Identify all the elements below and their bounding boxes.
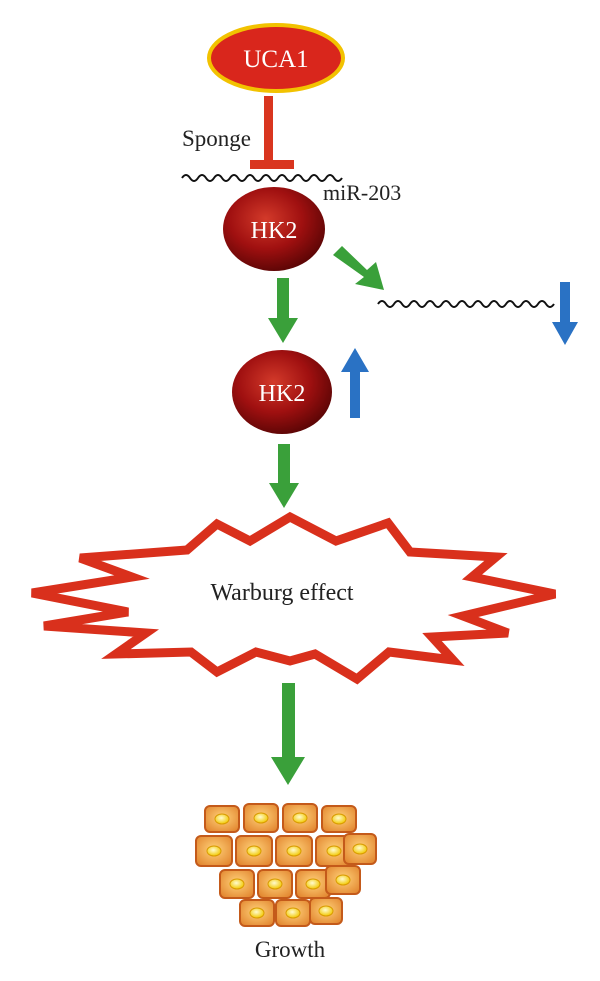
growth-label: Growth: [255, 937, 326, 962]
mirna-decrease-arrow: [552, 282, 578, 345]
cell-nuclei: [206, 812, 368, 919]
warburg-effect-burst: Warburg effect: [31, 511, 557, 685]
degradation-arrow: [333, 246, 384, 290]
warburg-label: Warburg effect: [210, 580, 353, 606]
hk2-mid-label: HK2: [259, 381, 306, 407]
mirna-strand-right: [377, 300, 555, 308]
uca1-node: UCA1: [207, 23, 345, 93]
uca1-label: UCA1: [243, 46, 308, 73]
hk2-top-node: HK2: [223, 187, 325, 271]
mirna-label: miR-203: [323, 180, 401, 205]
arrow-warburg-to-growth: [271, 683, 305, 785]
arrow-hk2-to-hk2: [268, 278, 298, 343]
hk2-increase-arrow: [341, 348, 369, 418]
hk2-top-label: HK2: [251, 218, 298, 244]
sponge-label: Sponge: [182, 126, 251, 151]
sponge-inhibition-arrow: [250, 96, 294, 169]
arrow-hk2-to-warburg: [269, 444, 299, 508]
mirna-strand-top: [181, 174, 343, 182]
hk2-mid-node: HK2: [232, 350, 332, 434]
